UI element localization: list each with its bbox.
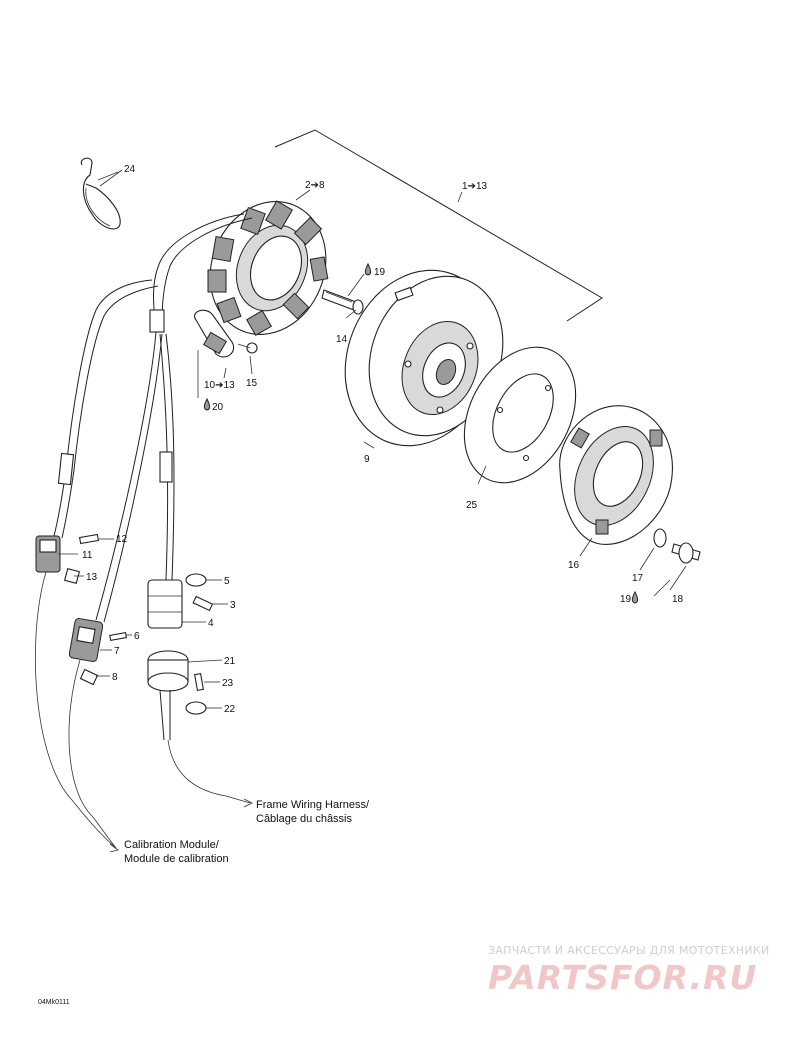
terminal-part-3 [192, 595, 214, 612]
wiring-harness [53, 213, 253, 623]
stator-assembly [207, 200, 329, 336]
callout-6: 6 [134, 631, 140, 642]
sealant-drop-icon [364, 262, 372, 276]
flywheel-part-9 [344, 269, 504, 447]
connector-part-11 [35, 535, 61, 573]
callout-7: 7 [114, 646, 120, 657]
seal-part-22 [185, 701, 207, 715]
connector-part-21 [147, 650, 189, 741]
frame-harness-leader [167, 739, 251, 804]
callout-24: 24 [124, 164, 136, 175]
callout-20: 20 [212, 402, 224, 413]
callout-19-top: 19 [374, 267, 386, 278]
callout-16: 16 [568, 560, 580, 571]
callout-4: 4 [208, 618, 214, 629]
connector-part-4 [147, 579, 183, 629]
assembly-bracket [274, 129, 603, 322]
trigger-coil [194, 309, 258, 358]
watermark-tagline: ЗАПЧАСТИ И АКСЕССУАРЫ ДЛЯ МОТОТЕХНИКИ [488, 944, 770, 957]
terminal-part-6 [109, 632, 128, 641]
starter-cup-part-16 [559, 405, 673, 545]
callout-8: 8 [112, 672, 118, 683]
diagram-code: 04Mk0111 [38, 999, 70, 1006]
callout-5: 5 [224, 576, 230, 587]
callout-22: 22 [224, 704, 236, 715]
sealant-drop-icon [203, 397, 211, 411]
callout-11: 11 [82, 550, 93, 561]
calibration-caption-line2: Module de calibration [124, 853, 229, 865]
frame-harness-caption-line2: Câblage du châssis [256, 813, 353, 825]
lock-part-13 [63, 567, 81, 585]
sealant-drop-icon [631, 590, 639, 604]
ring-part-25 [463, 346, 577, 484]
connector-part-7 [68, 618, 104, 662]
screw-part-18 [671, 542, 701, 564]
frame-harness-arrow [243, 798, 253, 808]
callout-13: 13 [86, 572, 98, 583]
terminal-part-12 [78, 533, 100, 545]
seal-part-5 [185, 573, 207, 587]
callout-21: 21 [224, 656, 236, 667]
calibration-leaders [35, 571, 117, 849]
callout-15: 15 [246, 378, 258, 389]
watermark-logo: PARTSFOR.RU [488, 958, 758, 997]
callout-1-13: 1➔13 [462, 181, 488, 192]
callout-23: 23 [222, 678, 234, 689]
frame-harness-caption-line1: Frame Wiring Harness/ [256, 799, 370, 811]
lock-part-8 [79, 668, 99, 686]
callout-12: 12 [116, 534, 128, 545]
callout-9: 9 [364, 454, 370, 465]
calibration-caption-line1: Calibration Module/ [124, 839, 220, 851]
screw-part-14 [321, 289, 364, 315]
terminal-part-23 [194, 672, 204, 692]
callout-14: 14 [336, 334, 348, 345]
callout-18: 18 [672, 594, 684, 605]
callout-19-bottom: 19 [620, 594, 632, 605]
callout-25: 25 [466, 500, 478, 511]
clamp-part-24 [80, 157, 123, 230]
callout-17: 17 [632, 573, 644, 584]
calibration-arrow [109, 843, 119, 853]
callout-2-8: 2➔8 [305, 180, 325, 191]
callout-3: 3 [230, 600, 236, 611]
washer-part-17 [653, 528, 667, 548]
leader-lines [58, 171, 687, 709]
callout-10-13: 10➔13 [204, 380, 235, 391]
